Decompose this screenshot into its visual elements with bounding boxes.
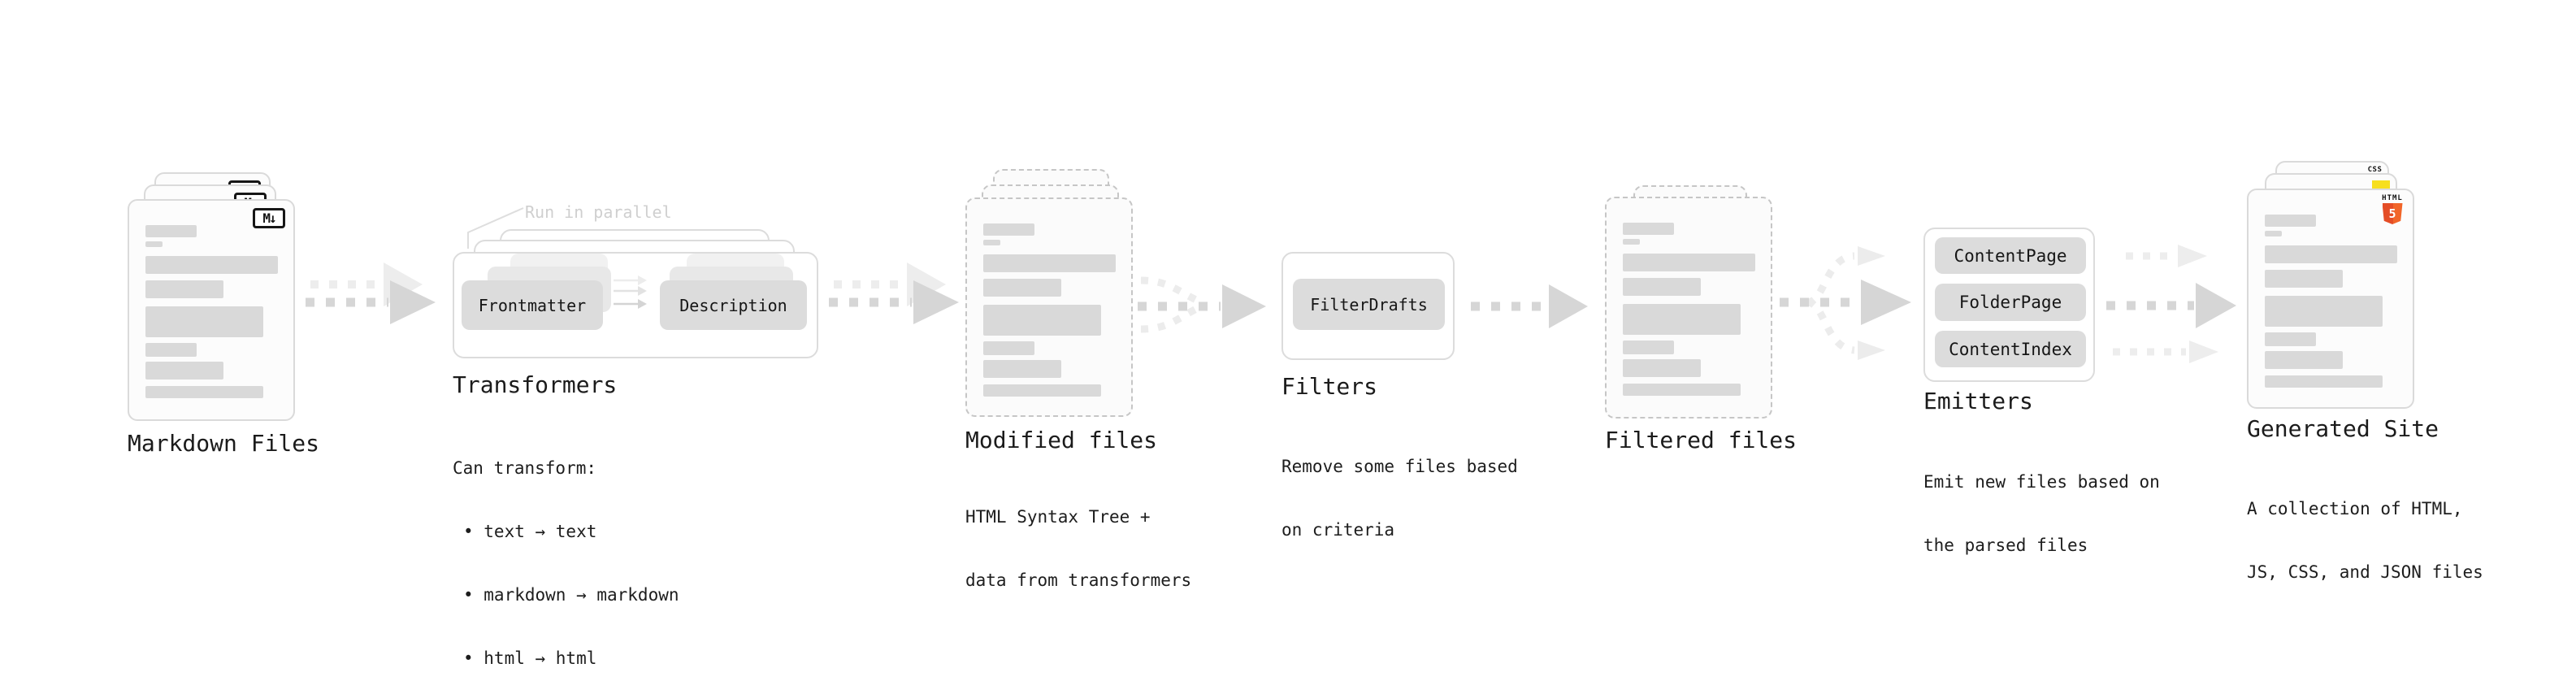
emitters-note: Emit new files based on the parsed files <box>1923 472 2160 555</box>
flow-arrow-transformers-to-modified <box>829 262 959 324</box>
modified-files-note: HTML Syntax Tree + data from transformer… <box>965 507 1192 590</box>
markdown-file-card: M↓ <box>128 199 295 421</box>
stage-label-filters: Filters <box>1281 373 1378 400</box>
folderpage-button: FolderPage <box>1935 284 2086 321</box>
frontmatter-button: Frontmatter <box>462 280 603 330</box>
stage-label-filtered-files: Filtered files <box>1605 427 1798 453</box>
modified-file-card <box>965 197 1133 417</box>
site-file-card: HTML 5 <box>2247 189 2414 409</box>
filters-note: Remove some files based on criteria <box>1281 457 1518 540</box>
description-button: Description <box>660 280 807 330</box>
html5-file-icon: HTML 5 <box>2382 194 2403 224</box>
filtered-file-card <box>1605 197 1772 419</box>
flow-arrow-modified-to-filters <box>1138 276 1266 333</box>
stage-label-emitters: Emitters <box>1923 388 2033 414</box>
stage-label-modified-files: Modified files <box>965 427 1158 453</box>
contentindex-button: ContentIndex <box>1935 331 2086 367</box>
generated-site-note: A collection of HTML, JS, CSS, and JSON … <box>2247 499 2483 582</box>
flow-arrow-markdown-to-transformers <box>306 262 436 324</box>
flow-arrow-filtered-to-emitters <box>1780 246 1911 360</box>
contentpage-button: ContentPage <box>1935 237 2086 274</box>
stage-label-markdown-files: Markdown Files <box>128 430 320 457</box>
stage-label-transformers: Transformers <box>453 371 618 398</box>
stage-label-generated-site: Generated Site <box>2247 415 2439 442</box>
annotation-leader-line <box>467 207 524 249</box>
transform-step-arrows <box>614 275 647 309</box>
flow-arrow-filters-to-filtered <box>1471 284 1588 328</box>
filterdrafts-button: FilterDrafts <box>1293 279 1445 330</box>
markdown-file-icon: M↓ <box>253 208 285 228</box>
run-in-parallel-annotation: Run in parallel <box>525 202 672 222</box>
transformers-note: Can transform: • text → text • markdown … <box>453 458 679 668</box>
flow-arrow-emitters-to-site <box>2106 245 2236 363</box>
